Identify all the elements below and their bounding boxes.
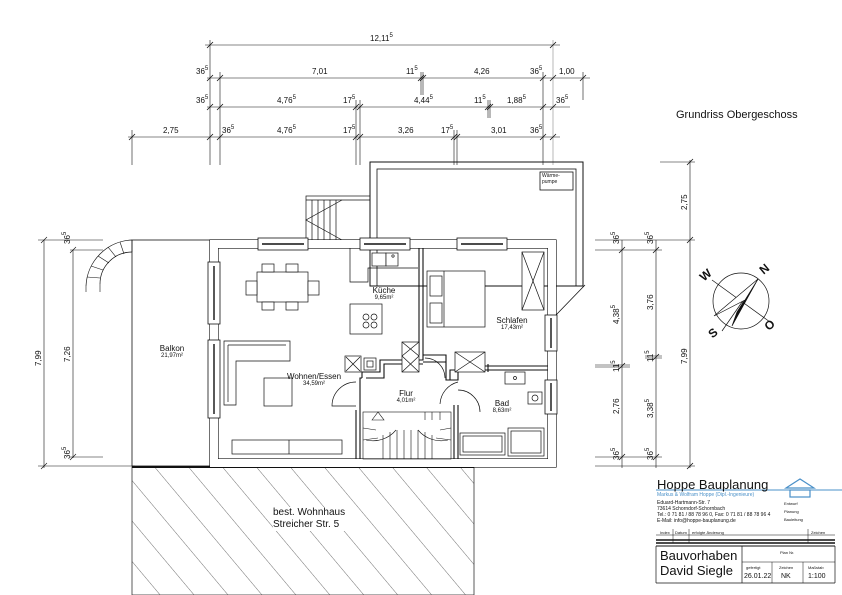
scale-value: 1:100: [808, 573, 826, 580]
room-label-bad: Bad 8,63m²: [492, 399, 512, 414]
dim-r3-3: 175: [343, 125, 356, 135]
dim-r3-5: 175: [441, 125, 454, 135]
dim-right-c3-1: 7,99: [680, 348, 689, 364]
dim-r2-1: 4,765: [277, 95, 296, 105]
neighbor-house-label: best. Wohnhaus Streicher Str. 5: [273, 507, 346, 531]
dim-r2-0: 365: [196, 95, 209, 105]
drawn-label: Zeichen: [779, 565, 794, 570]
top-dimension-lines: [128, 40, 590, 165]
company-services: Entwurf Planung Bauleitung: [784, 501, 803, 522]
dim-r1-1: 7,01: [312, 67, 328, 76]
dim-r2-6: 365: [556, 95, 569, 105]
company-owners: Markus & Wolfram Hoppe (Dipl.-Ingenieure…: [657, 492, 755, 498]
dim-right-c1-1: 4,385: [611, 305, 621, 324]
heatpump-label: Wärme- pumpe: [542, 173, 560, 185]
door-swings: [331, 357, 481, 413]
windows: [207, 237, 586, 419]
external-stair: [305, 195, 371, 241]
room-label-kueche: Küche 9,65m²: [372, 286, 396, 301]
dim-r1-2: 115: [406, 66, 418, 76]
dim-r2-3: 4,445: [414, 95, 433, 105]
date-value: 26.01.22: [744, 573, 772, 580]
dim-left-bottom: 365: [62, 446, 72, 459]
dim-r1-4: 365: [530, 66, 543, 76]
dim-r3-0: 2,75: [163, 126, 179, 135]
scale-label: Maßstab: [808, 565, 824, 570]
dim-right-c2-0: 365: [645, 231, 655, 244]
dim-r1-0: 365: [196, 66, 209, 76]
room-label-balkon: Balkon 21,97m²: [159, 344, 185, 359]
interior-stair: [362, 411, 452, 460]
project-title: Bauvorhaben David Siegle: [660, 548, 738, 578]
heatpump-box: [539, 171, 574, 191]
bathroom-fixtures: [459, 371, 545, 457]
dim-right-c1-2: 115: [611, 360, 621, 372]
dim-left-outer: 7,99: [34, 350, 43, 366]
dim-r2-5: 1,885: [507, 95, 526, 105]
room-label-schlafen: Schlafen 17,43m²: [496, 316, 528, 331]
dim-r3-1: 365: [222, 125, 235, 135]
dim-r2-2: 175: [343, 95, 356, 105]
company-name: Hoppe Bauplanung: [657, 477, 769, 492]
dim-right-c3-0: 2,75: [680, 194, 689, 210]
dim-r2-4: 115: [474, 95, 486, 105]
drawn-value: NK: [781, 573, 791, 580]
revision-header-change: erfolgte Änderung: [692, 530, 724, 535]
dim-left-inner: 7,26: [63, 346, 72, 362]
dim-r3-2: 4,765: [277, 125, 296, 135]
bedroom-furniture: [426, 251, 545, 373]
dim-r3-7: 365: [530, 125, 543, 135]
dim-right-c1-0: 365: [611, 231, 621, 244]
dim-overall-width: 12,115: [370, 33, 393, 43]
room-label-flur: Flur 4,01m²: [396, 389, 416, 404]
right-dimension-lines: [595, 158, 695, 470]
dim-right-c2-4: 365: [645, 447, 655, 460]
revision-header-drawn: Zeichen: [811, 530, 826, 535]
kitchen-furniture: [344, 248, 420, 373]
dim-r3-6: 3,01: [491, 126, 507, 135]
room-label-wohnen: Wohnen/Essen 34,59m²: [286, 372, 342, 387]
dim-right-c1-4: 365: [611, 447, 621, 460]
title-block-lines: [655, 478, 842, 584]
neighbor-house-hatch: [131, 466, 475, 595]
plan-no-label: Plan Nr.: [780, 550, 795, 555]
left-dimension-lines: [38, 236, 135, 470]
dim-r1-5: 1,00: [559, 67, 575, 76]
dim-r1-3: 4,26: [474, 67, 490, 76]
dim-right-c2-3: 3,385: [645, 399, 655, 418]
company-address: Eduard-Hartmann-Str. 7 73614 Schorndorf-…: [657, 500, 771, 524]
date-label: gefertigt: [746, 565, 761, 570]
dim-right-c2-1: 3,76: [646, 294, 655, 310]
revision-header-date: Datum: [675, 530, 687, 535]
dim-right-c1-3: 2,76: [612, 398, 621, 414]
interior-walls: [355, 248, 548, 459]
dim-left-top: 365: [62, 231, 72, 244]
compass-rose: [711, 272, 771, 332]
dim-right-c2-2: 115: [645, 350, 655, 362]
revision-header-index: Index: [660, 530, 670, 535]
dim-r3-4: 3,26: [398, 126, 414, 135]
living-furniture: [223, 340, 343, 455]
dining-table: [245, 263, 320, 311]
drawing-title: Grundriss Obergeschoss: [676, 109, 798, 121]
